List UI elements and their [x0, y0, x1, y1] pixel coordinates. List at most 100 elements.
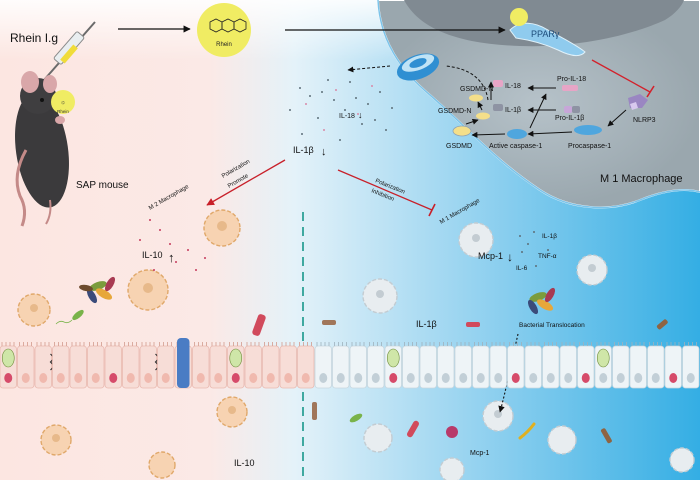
- svg-text:⌬: ⌬: [61, 100, 65, 105]
- ppar-gamma-receptor: PPARγ: [509, 8, 586, 57]
- macrophage-nucleus: [404, 0, 684, 47]
- il10-label: IL-10: [142, 250, 163, 260]
- arrow-gsdmd-n-up: [477, 101, 484, 111]
- gut-il10-label: IL-10: [234, 458, 255, 468]
- released-il1b-label: IL-1β: [293, 145, 314, 155]
- arrow-gsdmd-cleave: [465, 118, 479, 125]
- active-caspase-label: Active caspase-1: [489, 143, 542, 150]
- gsdmd-icon: [452, 125, 472, 137]
- epithelial-cell: [157, 345, 175, 389]
- epithelial-cell: [472, 345, 490, 389]
- il1b-down-arrow: ↓: [321, 146, 327, 158]
- m1-il1b-label: IL-1β: [542, 233, 557, 240]
- released-il18-label: IL-18: [339, 113, 355, 120]
- cell-nucleus: [424, 373, 433, 383]
- intestinal-epithelium: [0, 338, 700, 389]
- cell-nucleus: [389, 373, 398, 383]
- cell-nucleus: [459, 373, 468, 383]
- cell-nucleus: [74, 373, 83, 383]
- epithelial-cell: [524, 345, 542, 389]
- gsdmd-pore-icon: [396, 53, 440, 81]
- gut-il1b-label: IL-1β: [416, 319, 437, 329]
- il1b-label: IL-1β: [505, 107, 521, 114]
- arrow-procaspase-active: [527, 130, 573, 137]
- sap-mouse-label: SAP mouse: [76, 180, 129, 191]
- epithelial-cell: [664, 345, 682, 389]
- epithelial-cell: [314, 345, 332, 389]
- arrow-caspase-gsdmd: [471, 131, 506, 138]
- arrow-caspase-pro-il: [529, 93, 547, 129]
- epithelial-cell: [367, 345, 385, 389]
- pro-il1b-icon-a: [564, 106, 572, 113]
- epithelial-cell: [52, 345, 70, 389]
- cell-nucleus: [616, 373, 625, 383]
- cell-nucleus: [581, 373, 590, 383]
- ppar-inhibits-nlrp3: [591, 59, 651, 93]
- rhein-structure-icon: [209, 18, 247, 33]
- nlrp3-label: NLRP3: [633, 117, 656, 124]
- cell-nucleus: [651, 373, 660, 383]
- m1-macrophage: [362, 278, 398, 314]
- ppar-bound-rhein-icon: [510, 8, 528, 26]
- pro-il18-label: Pro-IL-18: [557, 76, 586, 83]
- m2-promote-arrow: [206, 159, 286, 206]
- gsdmd-n-top-icon: [469, 94, 483, 102]
- cell-nucleus: [406, 373, 415, 383]
- epithelial-cell: [507, 345, 525, 389]
- cell-nucleus: [494, 373, 503, 383]
- cell-nucleus: [564, 373, 573, 383]
- epithelial-cell: [454, 345, 472, 389]
- cell-nucleus: [196, 373, 205, 383]
- cell-nucleus: [249, 373, 258, 383]
- cell-nucleus: [21, 373, 30, 383]
- rhein-molecule: Rhein: [197, 3, 251, 57]
- il10-dots: [139, 219, 206, 271]
- m2-macrophage: [216, 396, 248, 428]
- cell-nucleus: [284, 373, 293, 383]
- pro-il1b-icon-b: [572, 106, 580, 113]
- pro-il1b-label: Pro-IL-1β: [555, 115, 584, 122]
- il10-up-arrow: ↑: [168, 250, 175, 265]
- nlrp3-icon: [628, 94, 648, 110]
- epithelial-cell: [612, 345, 630, 389]
- il18-icon: [493, 80, 503, 87]
- gsdmd-n-top-label: GSDMD-N: [460, 86, 493, 93]
- macrophage-label: M 1 Macrophage: [600, 173, 683, 185]
- il18-down-arrow: ↓: [358, 110, 363, 120]
- m1-il6-label: IL-6: [516, 265, 528, 272]
- efflux-path: [444, 65, 489, 101]
- pro-il18-icon: [562, 85, 578, 91]
- released-cytokines: [289, 79, 393, 141]
- epithelial-cell: [279, 345, 297, 389]
- cell-nucleus: [231, 373, 240, 383]
- m1-macrophage: [547, 425, 577, 455]
- epithelial-cell: [419, 345, 437, 389]
- mcp1-label: Mcp-1: [478, 251, 503, 261]
- epithelial-cell: [192, 345, 210, 389]
- cell-nucleus: [371, 373, 380, 383]
- epithelial-cell: [104, 345, 122, 389]
- epithelial-cell: [69, 345, 87, 389]
- syringe-icon: [35, 21, 96, 91]
- m2-macrophages: [17, 209, 248, 479]
- goblet-granules: [229, 348, 243, 368]
- cell-nucleus: [56, 373, 65, 383]
- cell-nucleus: [511, 373, 520, 383]
- m1-inhibit-line: [337, 169, 433, 211]
- bacterial-translocation-label: Bacterial Translocation: [519, 322, 585, 329]
- epithelial-cell: [559, 345, 577, 389]
- epithelial-cell: [577, 345, 595, 389]
- cell-nucleus: [109, 373, 118, 383]
- rhein-name: Rhein: [216, 42, 232, 48]
- epithelial-cell: [682, 345, 700, 389]
- cell-nucleus: [599, 373, 608, 383]
- epithelial-cell: [297, 345, 315, 389]
- epithelial-cell: [34, 345, 52, 389]
- cell-nucleus: [266, 373, 275, 383]
- cell-nucleus: [529, 373, 538, 383]
- bacteria-cluster-left: [79, 276, 116, 304]
- epithelial-cell: [209, 345, 227, 389]
- arrow-nlrp3-procaspase: [607, 109, 627, 127]
- tuft-cell: [177, 338, 190, 388]
